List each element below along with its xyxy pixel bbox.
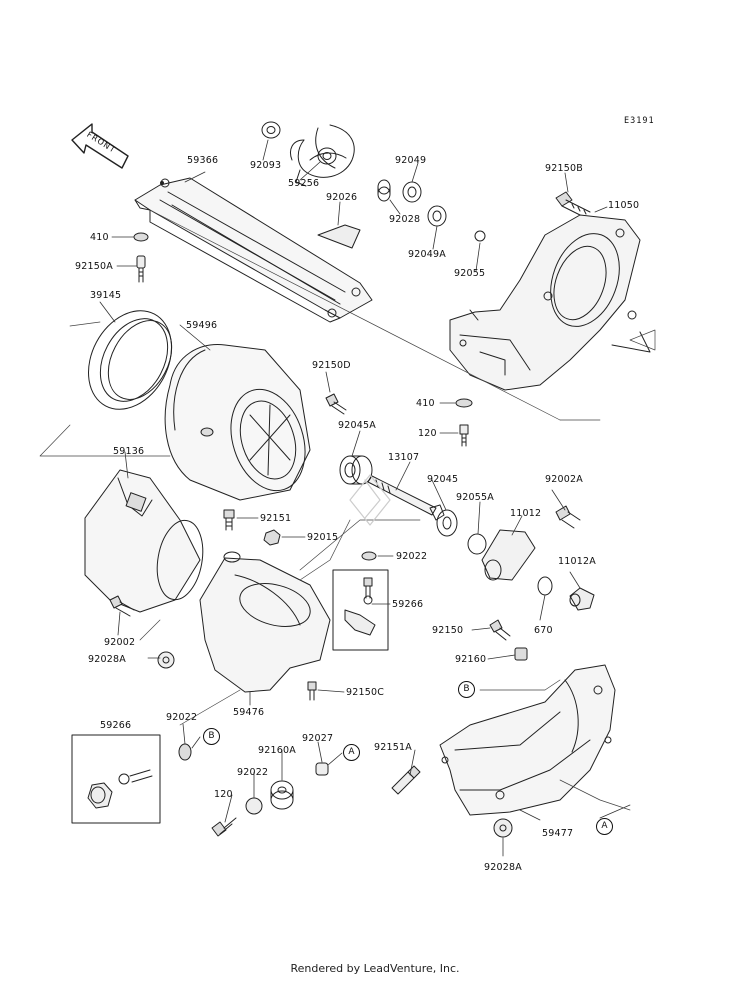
bolt-92151 [223, 509, 235, 531]
part-label-92015: 92015 [307, 532, 339, 543]
part-label-92002A: 92002A [545, 474, 583, 485]
callout-b-lower-left: B [203, 728, 220, 745]
part-label-92045: 92045 [427, 474, 459, 485]
ring-39145 [88, 310, 173, 410]
wedge-92026 [317, 224, 361, 249]
washer-92022-lower [245, 797, 263, 815]
part-label-92028A-left: 92028A [88, 654, 126, 665]
collar-92160A [270, 780, 294, 810]
impeller-59256 [261, 121, 355, 187]
part-label-59496: 59496 [186, 320, 218, 331]
part-label-92027: 92027 [302, 733, 334, 744]
pump-housing-11050 [449, 214, 651, 391]
bolt-92150A [136, 255, 146, 283]
bolt-120-upper [459, 424, 469, 447]
part-label-59136: 59136 [113, 446, 145, 457]
part-label-92151: 92151 [260, 513, 292, 524]
part-label-59266-upper: 59266 [392, 599, 424, 610]
part-label-92055A: 92055A [456, 492, 494, 503]
oring-92055A [467, 533, 487, 555]
part-label-410-lower: 410 [416, 398, 435, 409]
part-label-92049A: 92049A [408, 249, 446, 260]
callout-a-right: A [596, 818, 613, 835]
bolt-92002 [109, 595, 135, 617]
diagram-code: E3191 [624, 116, 655, 126]
part-label-92150A: 92150A [75, 261, 113, 272]
kit-59266-upper [332, 569, 389, 651]
part-label-92022-upper: 92022 [396, 551, 428, 562]
shaft-13107 [367, 475, 445, 521]
cap-11012A [569, 587, 595, 611]
part-label-59477: 59477 [542, 828, 574, 839]
part-label-92026: 92026 [326, 192, 358, 203]
footer-credit: Rendered by LeadVenture, Inc. [290, 962, 460, 975]
nut-92015 [263, 529, 281, 546]
part-label-410-upper: 410 [90, 232, 109, 243]
rail-bracket-59366 [134, 177, 373, 323]
part-label-92045A: 92045A [338, 420, 376, 431]
front-arrow-icon [71, 123, 129, 169]
part-label-120-upper: 120 [418, 428, 437, 439]
part-label-92150D: 92150D [312, 360, 351, 371]
part-label-92150B: 92150B [545, 163, 583, 174]
bolt-92151A [391, 765, 421, 795]
part-label-92028A-right: 92028A [484, 862, 522, 873]
pump-case-59496 [164, 344, 311, 501]
bearing-92045 [436, 509, 458, 537]
part-label-92055: 92055 [454, 268, 486, 279]
bolt-92150B [555, 191, 591, 219]
part-label-92150C: 92150C [346, 687, 385, 698]
kit-59266-lower [71, 734, 161, 824]
part-label-92151A: 92151A [374, 742, 412, 753]
part-label-670: 670 [534, 625, 553, 636]
part-label-92093: 92093 [250, 160, 282, 171]
reverse-bucket-59477 [439, 664, 616, 816]
bolt-92150 [489, 619, 511, 641]
part-label-59256: 59256 [288, 178, 320, 189]
part-label-11012A: 11012A [558, 556, 596, 567]
nozzle-59136 [84, 469, 204, 613]
washers-92049 [377, 179, 486, 242]
part-label-92160A: 92160A [258, 745, 296, 756]
part-label-39145: 39145 [90, 290, 122, 301]
bolt-92150D [325, 393, 347, 415]
deflector-59476 [199, 551, 331, 693]
bolt-120-lower [211, 817, 237, 837]
assembly-lines [39, 209, 656, 811]
watermark-logo [349, 474, 391, 526]
bush-92028A-right [493, 818, 513, 838]
part-label-59476: 59476 [233, 707, 265, 718]
bolt-92002A [555, 505, 581, 529]
bush-92028A-left [157, 651, 175, 669]
part-label-92022-lower: 92022 [237, 767, 269, 778]
cap-11012 [481, 529, 536, 581]
part-label-92150: 92150 [432, 625, 464, 636]
part-label-59366: 59366 [187, 155, 219, 166]
collar-92027 [315, 762, 329, 776]
callout-b-right: B [458, 681, 475, 698]
part-label-92049: 92049 [395, 155, 427, 166]
part-label-120-lower: 120 [214, 789, 233, 800]
bearing-92045A [339, 455, 373, 485]
part-label-11012: 11012 [510, 508, 542, 519]
part-label-92022-b: 92022 [166, 712, 198, 723]
washer-92022-b [178, 743, 192, 761]
part-label-92002: 92002 [104, 637, 136, 648]
bush-92160 [514, 647, 528, 661]
part-label-59266-lower: 59266 [100, 720, 132, 731]
oring-670 [537, 576, 553, 596]
part-label-92160: 92160 [455, 654, 487, 665]
callout-a-middle: A [343, 744, 360, 761]
bolt-92150C [307, 681, 317, 701]
washer-410-lower [455, 398, 473, 408]
washer-92022-upper [361, 551, 377, 561]
part-label-92028: 92028 [389, 214, 421, 225]
part-label-11050: 11050 [608, 200, 640, 211]
washer-410-upper [133, 232, 149, 242]
part-label-13107: 13107 [388, 452, 420, 463]
